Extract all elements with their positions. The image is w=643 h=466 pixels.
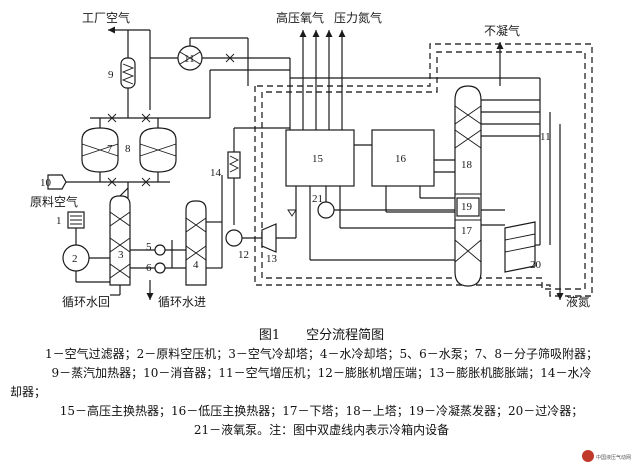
return-loop-lines xyxy=(290,77,541,100)
non-condensable-gas-label: 不凝气 xyxy=(484,23,520,38)
distillation-column: 18 19 17 xyxy=(454,85,482,287)
caption-line: 15－高压主换热器；16－低压主换热器；17－下塔；18－上塔；19－冷凝蒸发器… xyxy=(59,404,584,418)
silencer: 10 xyxy=(40,174,90,190)
label-15: 15 xyxy=(312,153,324,165)
water-pump-5: 5 xyxy=(146,241,166,256)
caption-line: 9－蒸汽加热器；10－消音器；11－空气增压机；12－膨胀机增压端；13－膨胀机… xyxy=(51,366,592,380)
air-booster-compressor: 11 xyxy=(149,30,290,110)
cooling-water-return-label: 循环水回 xyxy=(62,295,110,309)
caption-title: 图1 空分流程简图 xyxy=(258,328,385,343)
label-12: 12 xyxy=(238,249,249,261)
watermark-text: 中国液压气动网 xyxy=(596,454,631,461)
label-9: 9 xyxy=(108,69,114,81)
expander-booster-end: 12 xyxy=(225,229,262,261)
water-cooler: 14 xyxy=(210,127,290,225)
high-pressure-main-heat-exchanger: 15 xyxy=(285,129,355,187)
caption-line: 21－液氧泵。注：图中双虚线内表示冷箱内设备 xyxy=(193,423,450,437)
label-19: 19 xyxy=(461,201,473,213)
molecular-sieve-adsorber-8: 8 xyxy=(125,127,177,173)
label-7: 7 xyxy=(107,143,113,155)
liquid-nitrogen-label: 液氮 xyxy=(566,294,590,309)
water-cooling-tower: 4 xyxy=(185,200,207,286)
steam-heater: 9 xyxy=(108,57,136,89)
label-18: 18 xyxy=(461,159,473,171)
label-20: 20 xyxy=(530,259,542,271)
label-8: 8 xyxy=(125,143,131,155)
label-17: 17 xyxy=(461,225,473,237)
caption-line: 1－空气过滤器；2－原料空压机；3－空气冷却塔；4－水冷却塔；5、6－水泵；7、… xyxy=(44,347,599,361)
raw-air-label: 原料空气 xyxy=(30,194,78,209)
label-10: 10 xyxy=(40,177,52,189)
label-3: 3 xyxy=(118,249,124,261)
label-1: 1 xyxy=(56,215,62,227)
label-21: 21 xyxy=(312,193,323,205)
caption-line: 却器； xyxy=(10,385,47,399)
pressure-nitrogen-label: 压力氮气 xyxy=(334,10,382,25)
subcooler: 20 xyxy=(504,221,564,300)
molecular-sieve-adsorber-7: 7 xyxy=(81,127,119,173)
air-cooling-tower: 3 xyxy=(109,187,131,286)
expander-expansion-end: 13 xyxy=(261,223,296,265)
label-2: 2 xyxy=(72,253,78,265)
label-11: 11 xyxy=(184,53,195,65)
label-11-col: 11 xyxy=(540,131,551,143)
exchanger-piping xyxy=(287,58,455,261)
watermark-logo: 中国液压气动网 xyxy=(582,450,631,462)
label-14: 14 xyxy=(210,167,222,179)
factory-air-label: 工厂空气 xyxy=(82,10,130,25)
air-filter: 1 xyxy=(56,211,85,245)
raw-air-compressor: 2 xyxy=(62,244,110,283)
adsorber-valve-manifold xyxy=(90,69,290,198)
label-16: 16 xyxy=(395,153,407,165)
product-outlet-lines xyxy=(299,30,504,145)
high-pressure-oxygen-label: 高压氧气 xyxy=(276,10,324,25)
cooling-water-piping xyxy=(110,175,223,300)
low-pressure-main-heat-exchanger: 16 xyxy=(371,129,435,187)
figure-caption: 图1 空分流程简图 1－空气过滤器；2－原料空压机；3－空气冷却塔；4－水冷却塔… xyxy=(0,324,643,440)
label-4: 4 xyxy=(193,259,199,271)
label-5: 5 xyxy=(146,241,152,253)
cold-box-boundary xyxy=(254,43,593,297)
cooling-water-in-label: 循环水进 xyxy=(158,295,206,309)
liquid-oxygen-pump: 21 xyxy=(312,186,455,219)
factory-air-line xyxy=(108,26,150,58)
process-flow-diagram: 工厂空气 高压氧气 压力氮气 不凝气 9 11 xyxy=(30,10,593,309)
label-13: 13 xyxy=(266,253,278,265)
column-side-lines: 11 xyxy=(481,99,561,245)
